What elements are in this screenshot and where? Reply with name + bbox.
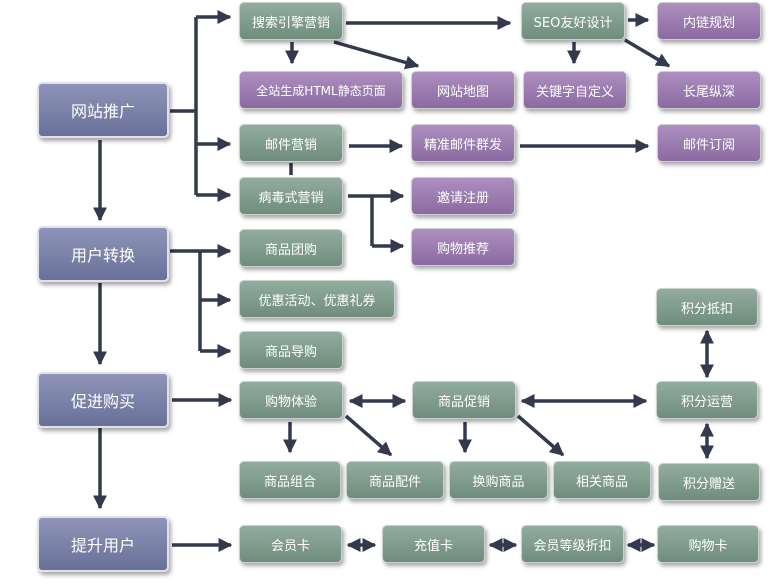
connector-group (93, 10, 714, 552)
node-member-discount: 会员等级折扣 (521, 525, 624, 563)
node-promo-coupon: 优惠活动、优惠礼券 (239, 280, 395, 318)
node-related: 相关商品 (553, 461, 651, 499)
node-viral-marketing: 病毒式营销 (239, 177, 343, 215)
node-static-pages: 全站生成HTML静态页面 (239, 71, 403, 109)
node-shopping-recommend: 购物推荐 (411, 228, 515, 266)
arrow-experience-to-accessories (344, 414, 393, 457)
node-prepaid-card: 充值卡 (382, 525, 485, 563)
node-internal-links: 内链规划 (657, 2, 761, 40)
arrow-seo-to-long-tail (624, 38, 671, 68)
node-long-tail: 长尾纵深 (657, 71, 761, 109)
main-stage-upgrade: 提升用户 (37, 516, 169, 572)
node-shopping-card: 购物卡 (657, 525, 759, 563)
node-accessories: 商品配件 (346, 461, 444, 499)
node-combo: 商品组合 (239, 461, 341, 499)
arrow-sem-to-sitemap (333, 40, 420, 70)
node-keywords: 关键字自定义 (523, 71, 627, 109)
node-guide: 商品导购 (239, 331, 343, 369)
node-product-promotion: 商品促销 (412, 381, 516, 419)
node-exchange: 换购商品 (449, 461, 548, 499)
main-stage-promotion: 网站推广 (37, 82, 169, 138)
node-points-deduct: 积分抵扣 (656, 288, 758, 326)
arrow-promotion-to-related (516, 414, 565, 457)
main-stage-conversion: 用户转换 (37, 226, 169, 282)
node-group-buy: 商品团购 (239, 229, 343, 267)
node-shopping-experience: 购物体验 (239, 381, 343, 419)
node-email-subscribe: 邮件订阅 (657, 124, 761, 162)
node-sitemap: 网站地图 (411, 71, 515, 109)
node-email-marketing: 邮件营销 (239, 124, 343, 162)
node-points-gift: 积分赠送 (658, 463, 760, 501)
node-precise-email: 精准邮件群发 (411, 124, 515, 162)
node-member-card: 会员卡 (239, 525, 342, 563)
node-sem: 搜索引擎营销 (239, 2, 343, 40)
node-seo: SEO友好设计 (521, 2, 625, 40)
node-points-ops: 积分运营 (656, 381, 758, 419)
main-stage-purchase: 促进购买 (37, 372, 169, 428)
node-invite-register: 邀请注册 (411, 177, 515, 215)
